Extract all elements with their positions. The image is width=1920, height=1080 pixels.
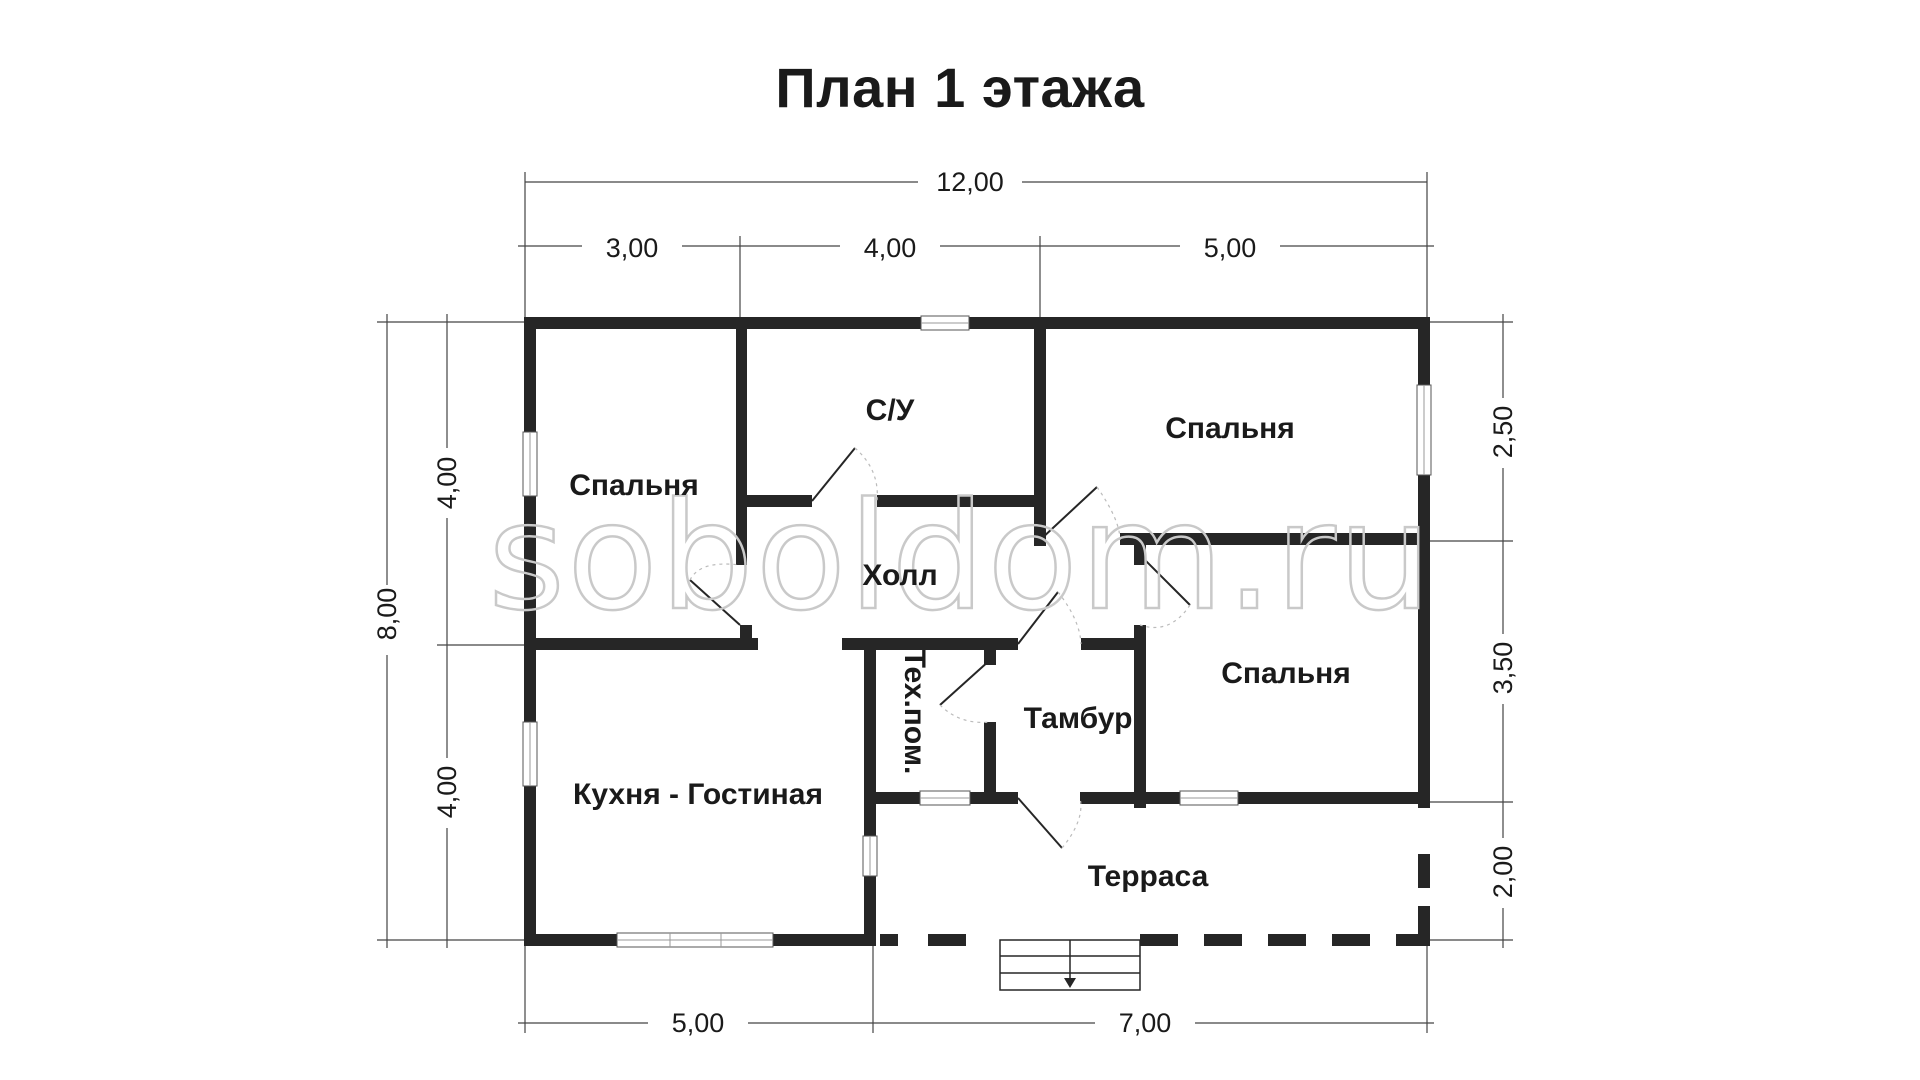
door-bathroom xyxy=(811,447,856,502)
wall-bedroom-divider xyxy=(1120,533,1426,545)
wall-tambur-bedroom xyxy=(1134,625,1146,808)
dim-bottom-1: 5,00 xyxy=(672,1008,725,1038)
wall-hall-tambur-right xyxy=(1081,638,1143,650)
dim-right-3: 2,00 xyxy=(1488,846,1518,899)
watermark: soboldom.ru xyxy=(488,471,1434,643)
dim-top-3: 5,00 xyxy=(1204,233,1257,263)
wall-hall-tambur-left xyxy=(842,638,1018,650)
wall-front-2 xyxy=(970,792,1018,804)
room-bedroom-top-right: Спальня xyxy=(1165,412,1295,445)
dim-top-1: 3,00 xyxy=(606,233,659,263)
wall-bedroom-left-right xyxy=(736,320,747,565)
door-bedroom-left xyxy=(689,579,741,626)
dimension-labels: 12,00 3,00 4,00 5,00 5,00 7,00 8,00 4,00… xyxy=(370,163,1520,1040)
railing-segment xyxy=(1204,934,1242,946)
plan-title: План 1 этажа xyxy=(775,56,1145,119)
door-entrance xyxy=(1017,797,1063,849)
railing-segment xyxy=(1140,934,1178,946)
dim-top-2: 4,00 xyxy=(864,233,917,263)
railing-segment xyxy=(1268,934,1306,946)
room-vestibule: Тамбур xyxy=(1024,702,1133,735)
terrace xyxy=(880,854,1430,991)
room-kitchen-living: Кухня - Гостиная xyxy=(573,778,823,811)
railing-segment xyxy=(1332,934,1370,946)
room-hall: Холл xyxy=(862,559,937,592)
wall-bathroom-right xyxy=(1034,320,1046,546)
wall-tech-tambur xyxy=(984,722,996,799)
door-bedroom-bottom-right xyxy=(1139,554,1191,606)
wall-bathroom-bottom-left xyxy=(736,495,812,507)
windows xyxy=(522,315,1432,948)
room-bedroom-left: Спальня xyxy=(569,469,699,502)
room-labels: С/У Спальня Спальня Спальня Холл Тех.пом… xyxy=(569,394,1351,893)
wall-bathroom-bottom-right xyxy=(877,495,1045,507)
dim-right-1: 2,50 xyxy=(1488,406,1518,459)
wall-top xyxy=(524,317,1430,329)
dim-left-1: 4,00 xyxy=(432,457,462,510)
wall-stub-2 xyxy=(740,625,752,650)
dim-left-2: 4,00 xyxy=(432,766,462,819)
wall-tech-stub xyxy=(984,643,996,665)
railing-segment xyxy=(880,934,898,946)
wall-front-3 xyxy=(1080,792,1180,804)
door-tech-room xyxy=(939,659,991,706)
room-bathroom: С/У xyxy=(866,394,915,427)
wall-front-1 xyxy=(864,792,920,804)
door-hall-tambur xyxy=(1017,591,1059,645)
wall-front-4 xyxy=(1238,792,1430,804)
door-bedroom-top-right xyxy=(1039,486,1098,541)
railing-segment xyxy=(928,934,966,946)
doors xyxy=(689,447,1191,849)
wall-hall-kitchen xyxy=(524,638,758,650)
dim-total-width: 12,00 xyxy=(936,167,1004,197)
room-bedroom-bottom-right: Спальня xyxy=(1221,657,1351,690)
room-terrace: Терраса xyxy=(1088,860,1209,893)
room-tech: Тех.пом. xyxy=(898,650,931,775)
dim-right-2: 3,50 xyxy=(1488,642,1518,695)
railing-post xyxy=(1418,906,1430,946)
dim-bottom-2: 7,00 xyxy=(1119,1008,1172,1038)
railing-post xyxy=(1418,854,1430,888)
dim-left-total: 8,00 xyxy=(372,588,402,641)
